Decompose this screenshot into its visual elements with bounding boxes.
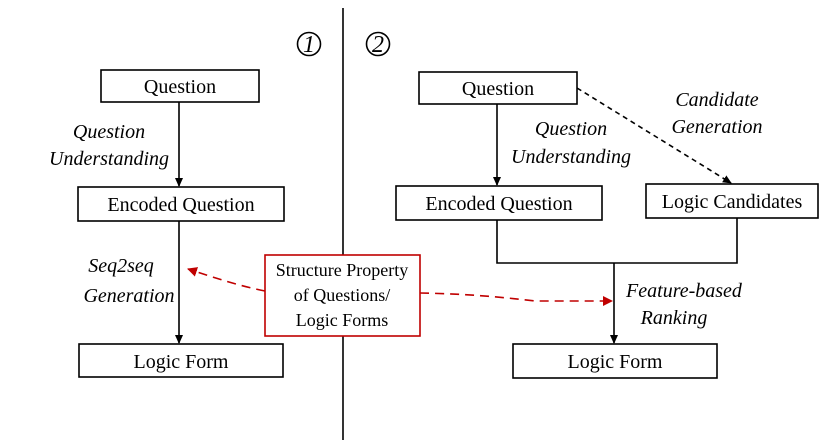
right-question-box: Question	[418, 71, 578, 105]
left-encoded-question-box: Encoded Question	[77, 186, 285, 222]
ranking-label-2: Ranking	[640, 307, 708, 329]
svg-text:Logic Candidates: Logic Candidates	[662, 191, 803, 213]
right-logic-form-box: Logic Form	[512, 343, 718, 379]
svg-text:Logic Forms: Logic Forms	[296, 310, 389, 330]
red-arrow-to-ranking	[419, 292, 613, 306]
panel-marker-right: 2	[365, 31, 391, 58]
left-question-box: Question	[100, 69, 260, 103]
panel-marker-left: 1	[296, 31, 322, 58]
svg-text:1: 1	[303, 32, 315, 58]
right-understanding-label: Question	[535, 118, 607, 140]
left-understanding-label: Question	[73, 121, 145, 143]
svg-text:Structure Property: Structure Property	[276, 260, 408, 280]
svg-text:Logic Form: Logic Form	[134, 351, 229, 373]
svg-text:Encoded Question: Encoded Question	[425, 193, 572, 215]
red-arrow-to-seq2seq	[187, 267, 266, 292]
left-understanding-label-2: Understanding	[49, 148, 169, 170]
left-logic-form-box: Logic Form	[78, 343, 284, 378]
candidate-generation-label: Candidate	[675, 89, 758, 111]
svg-text:Encoded Question: Encoded Question	[107, 194, 254, 216]
svg-text:Question: Question	[144, 76, 216, 98]
ranking-label: Feature-based	[625, 280, 743, 302]
right-encoded-question-box: Encoded Question	[395, 185, 603, 221]
svg-text:2: 2	[372, 32, 384, 58]
left-generation-label: Seq2seq	[88, 255, 154, 277]
logic-candidates-box: Logic Candidates	[645, 183, 819, 219]
right-understanding-label-2: Understanding	[511, 146, 631, 168]
svg-text:Logic Form: Logic Form	[568, 351, 663, 373]
merge-connector	[496, 218, 738, 264]
dashed-arrow-candidate-generation	[576, 87, 732, 184]
svg-text:of Questions/: of Questions/	[294, 285, 391, 305]
left-generation-label-2: Generation	[83, 285, 174, 307]
structure-property-box: Structure Property of Questions/ Logic F…	[264, 254, 421, 337]
svg-text:Question: Question	[462, 78, 534, 100]
candidate-generation-label-2: Generation	[671, 116, 762, 138]
